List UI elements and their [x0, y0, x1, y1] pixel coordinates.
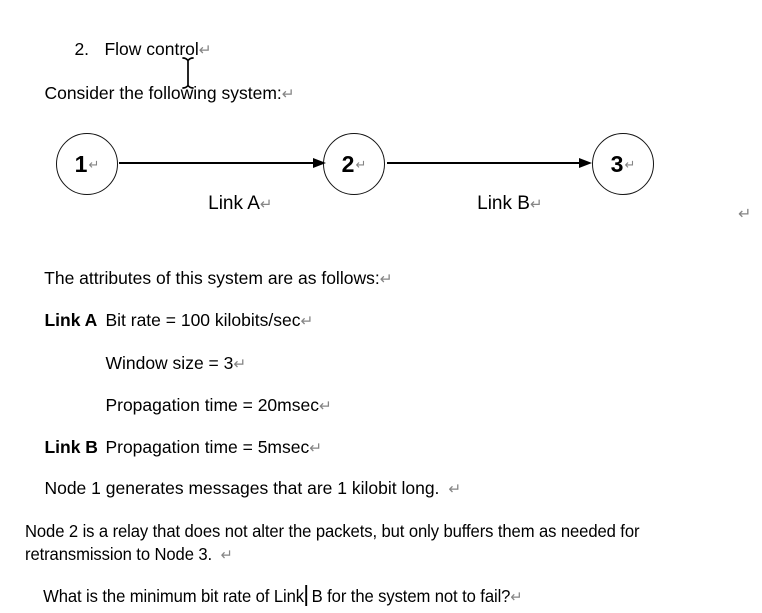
paragraph-mark: ↵ [309, 440, 323, 457]
paragraph-text: Node 2 is a relay that does not alter th… [25, 521, 640, 564]
ibeam-cursor-icon [181, 56, 195, 96]
heading: 2. Flow control↵ [55, 15, 212, 85]
node-2-label: 2 [341, 150, 355, 177]
attribute-row: Link B Propagation time = 5msec↵ [25, 413, 322, 483]
attr-value: Propagation time = 5msec [105, 437, 310, 457]
question-text-after: B for the system not to fail? [311, 586, 511, 606]
link-b-arrow[interactable] [387, 157, 592, 168]
link-a-text: Link A [208, 193, 260, 214]
paragraph-mark: ↵ [510, 589, 523, 606]
paragraph-mark: ↵ [300, 313, 314, 330]
heading-text: Flow control [104, 39, 199, 59]
paragraph-node2: Node 2 is a relay that does not alter th… [25, 497, 690, 567]
paragraph-mark: ↵ [281, 86, 295, 103]
paragraph-mark: ↵ [738, 206, 752, 223]
link-b-label: Link B↵ [456, 169, 543, 239]
attributes-intro: The attributes of this system are as fol… [25, 244, 393, 314]
paragraph-mark: ↵ [198, 42, 212, 59]
attr-value: Propagation time = 20msec [105, 395, 319, 415]
link-a-arrow[interactable] [119, 157, 326, 168]
paragraph-mark: ↵ [448, 481, 462, 498]
paragraph-mark: ↵ [233, 356, 247, 373]
link-a-label: Link A↵ [187, 169, 272, 239]
node-1-label: 1 [74, 150, 88, 177]
diagram-node-2[interactable]: 2↵ [323, 133, 385, 195]
paragraph-mark: ↵ [318, 398, 332, 415]
paragraph-node1: Node 1 generates messages that are 1 kil… [25, 454, 461, 524]
node-3-label: 3 [610, 150, 624, 177]
intro-line: Consider the following system:↵ [25, 59, 295, 129]
paragraph-mark: ↵ [624, 156, 636, 172]
attributes-intro-text: The attributes of this system are as fol… [44, 268, 380, 288]
attribute-row: Propagation time = 20msec↵ [25, 371, 332, 441]
attribute-row: Window size = 3↵ [25, 329, 246, 399]
paragraph-mark: ↵ [355, 156, 367, 172]
link-b-text: Link B [477, 193, 530, 214]
diagram-node-3[interactable]: 3↵ [592, 133, 654, 195]
paragraph-mark: ↵ [529, 196, 543, 213]
intro-text: Consider the following system: [44, 83, 282, 103]
heading-number: 2. [74, 39, 90, 59]
attr-key: Link A [44, 310, 98, 330]
paragraph-mark: ↵ [88, 156, 100, 172]
paragraph-mark: ↵ [379, 271, 393, 288]
attribute-row: Link A Bit rate = 100 kilobits/sec↵ [25, 286, 313, 356]
attr-value: Bit rate = 100 kilobits/sec [105, 310, 301, 330]
attr-value: Window size = 3 [105, 353, 234, 373]
paragraph-mark: ↵ [259, 196, 273, 213]
question-line: What is the minimum bit rate of Link B fo… [25, 562, 523, 613]
attr-key: Link B [44, 437, 98, 457]
paragraph-text: Node 1 generates messages that are 1 kil… [44, 478, 440, 498]
diagram-node-1[interactable]: 1↵ [56, 133, 118, 195]
text-caret [305, 585, 307, 606]
question-text-before: What is the minimum bit rate of Link [43, 586, 304, 606]
paragraph-mark: ↵ [220, 547, 233, 564]
